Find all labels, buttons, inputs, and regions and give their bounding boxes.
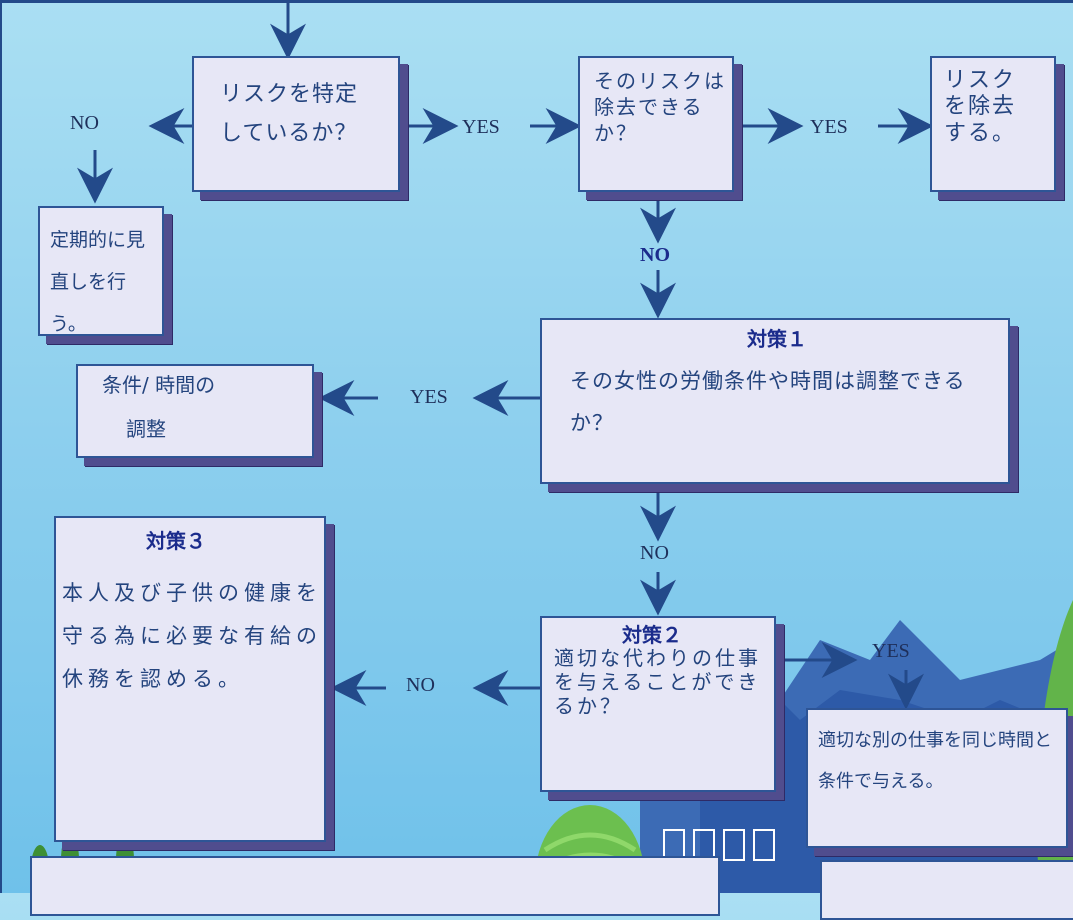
label-no-identify: NO: [70, 112, 99, 134]
alternative-job-box: 適切な別の仕事を同じ時間と条件で与える。: [806, 708, 1068, 848]
building-window: [723, 829, 745, 861]
label-yes-measure1: YES: [410, 386, 448, 408]
periodic-review-box: 定期的に見直しを行う。: [38, 206, 164, 336]
measure3-body: 本人及び子供の健康を守る為に必要な有給の休務を認める。: [62, 581, 322, 692]
can-remove-box: そのリスクは除去できるか？: [578, 56, 734, 192]
measure3-title: 対策３: [146, 529, 206, 553]
adjust-conditions-box: 条件/ 時間の 調整: [76, 364, 314, 458]
alternative-job-text: 適切な別の仕事を同じ時間と条件で与える。: [818, 730, 1052, 793]
label-yes-remove: YES: [810, 116, 848, 138]
label-yes-identify: YES: [462, 116, 500, 138]
remove-risk-box: リスクを除去する。: [930, 56, 1056, 192]
identify-risk-box: リスクを特定しているか？: [192, 56, 400, 192]
label-no-measure1: NO: [640, 542, 669, 564]
building-window: [753, 829, 775, 861]
periodic-review-text: 定期的に見直しを行う。: [50, 229, 146, 335]
connector-arrows: [77, 0, 934, 710]
label-no-measure2: NO: [406, 674, 435, 696]
label-yes-measure2: YES: [872, 640, 910, 662]
can-remove-text: そのリスクは除去できるか？: [594, 69, 726, 145]
bottom-partial-box-right: [820, 860, 1073, 920]
identify-risk-text: リスクを特定しているか？: [220, 82, 359, 146]
label-no-remove: NO: [640, 244, 670, 266]
measure2-body: 適切な代わりの仕事を与えることができるか？: [554, 646, 761, 718]
measure1-title: 対策１: [747, 327, 807, 351]
measure2-title: 対策２: [622, 623, 682, 647]
remove-risk-text: リスクを除去する。: [944, 68, 1017, 146]
adjust-title: 条件/ 時間の: [102, 373, 216, 397]
adjust-sub: 調整: [126, 417, 166, 441]
measure1-box: 対策１ その女性の労働条件や時間は調整できるか？: [540, 318, 1010, 484]
bottom-partial-box: [30, 856, 720, 916]
measure3-box: 対策３ 本人及び子供の健康を守る為に必要な有給の休務を認める。: [54, 516, 326, 842]
measure1-body: その女性の労働条件や時間は調整できるか？: [570, 369, 966, 435]
measure2-box: 対策２ 適切な代わりの仕事を与えることができるか？: [540, 616, 776, 792]
